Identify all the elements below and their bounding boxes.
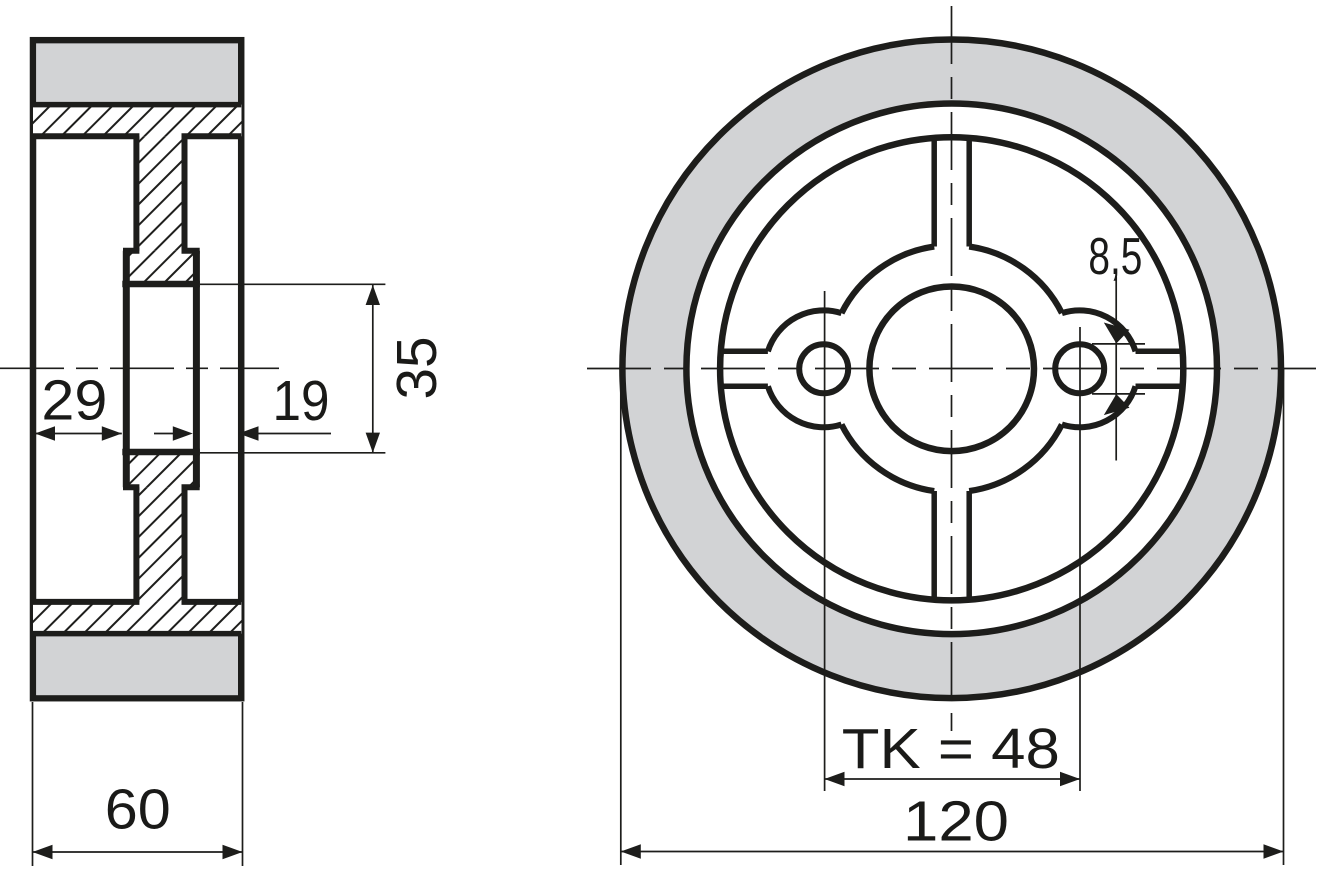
svg-text:8,5: 8,5 bbox=[1088, 228, 1142, 286]
svg-text:19: 19 bbox=[273, 369, 330, 433]
svg-text:TK = 48: TK = 48 bbox=[842, 717, 1060, 781]
svg-text:60: 60 bbox=[105, 778, 171, 842]
svg-text:29: 29 bbox=[41, 369, 107, 433]
svg-text:120: 120 bbox=[903, 790, 1009, 854]
svg-text:35: 35 bbox=[385, 337, 448, 400]
